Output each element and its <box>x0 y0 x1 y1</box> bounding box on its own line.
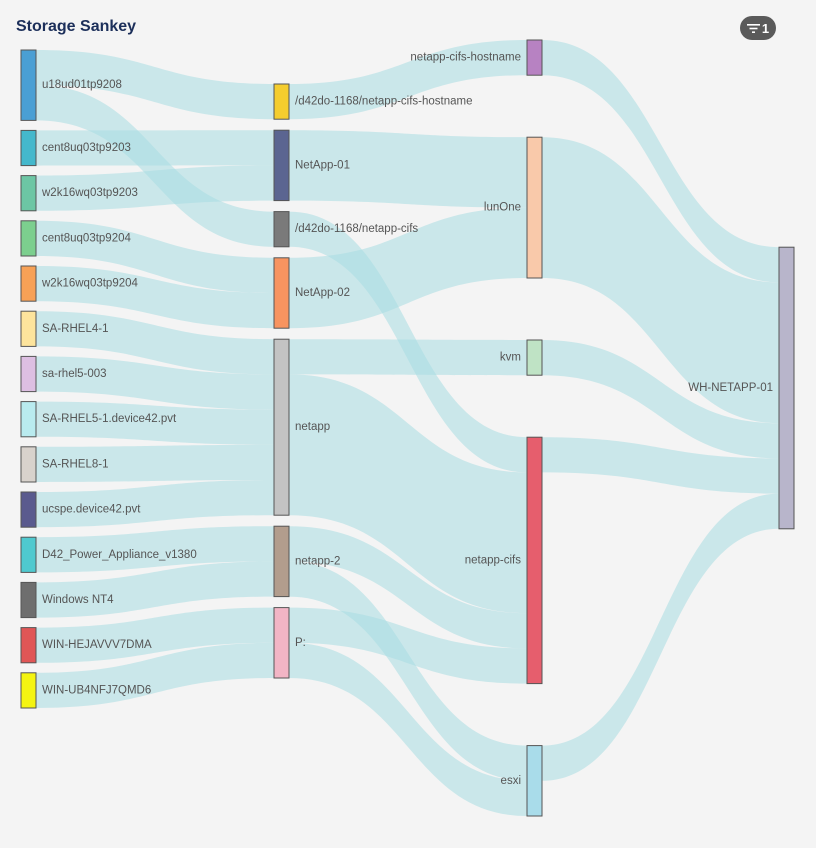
sankey-nodes <box>20 39 795 817</box>
sankey-node[interactable] <box>526 136 543 279</box>
sankey-link[interactable] <box>289 607 527 684</box>
filter-count: 1 <box>761 20 770 36</box>
sankey-node-label: w2k16wq03tp9203 <box>41 187 138 199</box>
sankey-link[interactable] <box>542 40 779 283</box>
sankey-node[interactable] <box>20 672 37 709</box>
sankey-link[interactable] <box>36 50 274 120</box>
sankey-node[interactable] <box>526 745 543 817</box>
sankey-link[interactable] <box>36 85 274 247</box>
sankey-node[interactable] <box>273 129 290 202</box>
sankey-link[interactable] <box>289 40 527 120</box>
sankey-node-label: sa-rhel5-003 <box>42 368 107 380</box>
sankey-node-label: kvm <box>500 352 521 364</box>
sankey-link[interactable] <box>289 339 527 376</box>
sankey-node[interactable] <box>20 175 37 212</box>
sankey-node[interactable] <box>20 355 37 393</box>
sankey-link[interactable] <box>36 220 274 293</box>
sankey-node-label: /d42do-1168/netapp-cifs <box>295 223 418 235</box>
sankey-node-label: /d42do-1168/netapp-cifs-hostname <box>295 96 473 108</box>
sankey-node-label: WH-NETAPP-01 <box>688 382 773 394</box>
sankey-node[interactable] <box>20 536 37 573</box>
sankey-node-label: netapp-2 <box>295 555 340 567</box>
sankey-node[interactable] <box>273 525 290 598</box>
sankey-node-label: NetApp-01 <box>295 159 350 171</box>
sankey-node[interactable] <box>20 220 37 257</box>
sankey-labels: u18ud01tp9208 cent8uq03tp9203 w2k16wq03tp9… <box>41 52 773 787</box>
sankey-link[interactable] <box>36 444 274 482</box>
sankey-node-label: NetApp-02 <box>295 287 350 299</box>
sankey-node-label: w2k16wq03tp9204 <box>41 278 139 290</box>
sankey-node-label: netapp-cifs <box>465 554 522 566</box>
sankey-node[interactable] <box>20 627 37 664</box>
sankey-node[interactable] <box>526 39 543 76</box>
sankey-link[interactable] <box>36 642 274 708</box>
sankey-link[interactable] <box>36 356 274 410</box>
sankey-node-label: lunOne <box>484 202 521 214</box>
filter-icon <box>746 23 760 34</box>
sankey-link[interactable] <box>542 493 779 781</box>
sankey-node-label: netapp <box>295 421 330 433</box>
sankey-node[interactable] <box>20 581 37 619</box>
sankey-links <box>36 40 779 816</box>
sankey-node-label: cent8uq03tp9203 <box>42 142 131 154</box>
sankey-node-label: netapp-cifs-hostname <box>410 52 521 64</box>
sankey-link[interactable] <box>289 561 527 781</box>
sankey-link[interactable] <box>36 130 274 166</box>
sankey-link[interactable] <box>36 526 274 573</box>
sankey-node[interactable] <box>778 246 795 530</box>
sankey-node[interactable] <box>273 338 290 516</box>
sankey-node-label: SA-RHEL4-1 <box>42 323 108 335</box>
sankey-node[interactable] <box>526 339 543 376</box>
sankey-link[interactable] <box>289 374 527 614</box>
sankey-node-label: cent8uq03tp9204 <box>42 232 131 244</box>
sankey-node[interactable] <box>20 265 37 302</box>
sankey-node-label: P: <box>295 637 306 649</box>
sankey-node[interactable] <box>20 49 37 121</box>
sankey-node[interactable] <box>273 211 290 248</box>
sankey-link[interactable] <box>289 642 527 816</box>
sankey-link[interactable] <box>289 130 527 208</box>
sankey-node[interactable] <box>526 436 543 685</box>
sankey-node[interactable] <box>20 401 37 438</box>
sankey-node[interactable] <box>20 310 37 347</box>
sankey-node[interactable] <box>273 83 290 120</box>
sankey-link[interactable] <box>36 607 274 663</box>
sankey-link[interactable] <box>36 165 274 211</box>
sankey-link[interactable] <box>36 266 274 329</box>
sankey-link[interactable] <box>542 437 779 494</box>
sankey-link[interactable] <box>36 480 274 528</box>
sankey-node-label: D42_Power_Appliance_v1380 <box>42 549 197 561</box>
sankey-node[interactable] <box>20 129 37 167</box>
sankey-link[interactable] <box>289 207 527 329</box>
sankey-node[interactable] <box>273 257 290 329</box>
sankey-link[interactable] <box>36 311 274 375</box>
sankey-node-label: SA-RHEL5-1.device42.pvt <box>42 413 177 425</box>
sankey-node-label: WIN-HEJAVVV7DMA <box>42 639 152 651</box>
sankey-node-label: ucspe.device42.pvt <box>42 504 141 516</box>
filter-button[interactable]: 1 <box>740 16 776 40</box>
sankey-link[interactable] <box>542 137 779 424</box>
sankey-node-label: u18ud01tp9208 <box>42 79 122 91</box>
sankey-link[interactable] <box>542 340 779 459</box>
sankey-link[interactable] <box>36 401 274 445</box>
sankey-link[interactable] <box>36 561 274 618</box>
sankey-node[interactable] <box>20 446 37 483</box>
sankey-node[interactable] <box>20 491 37 528</box>
page-title: Storage Sankey <box>16 18 137 35</box>
sankey-node-label: esxi <box>501 775 521 787</box>
sankey-node-label: Windows NT4 <box>42 594 114 606</box>
sankey-link[interactable] <box>289 526 527 649</box>
sankey-node-label: SA-RHEL8-1 <box>42 458 108 470</box>
sankey-node[interactable] <box>273 607 290 679</box>
sankey-node-label: WIN-UB4NFJ7QMD6 <box>42 684 151 696</box>
